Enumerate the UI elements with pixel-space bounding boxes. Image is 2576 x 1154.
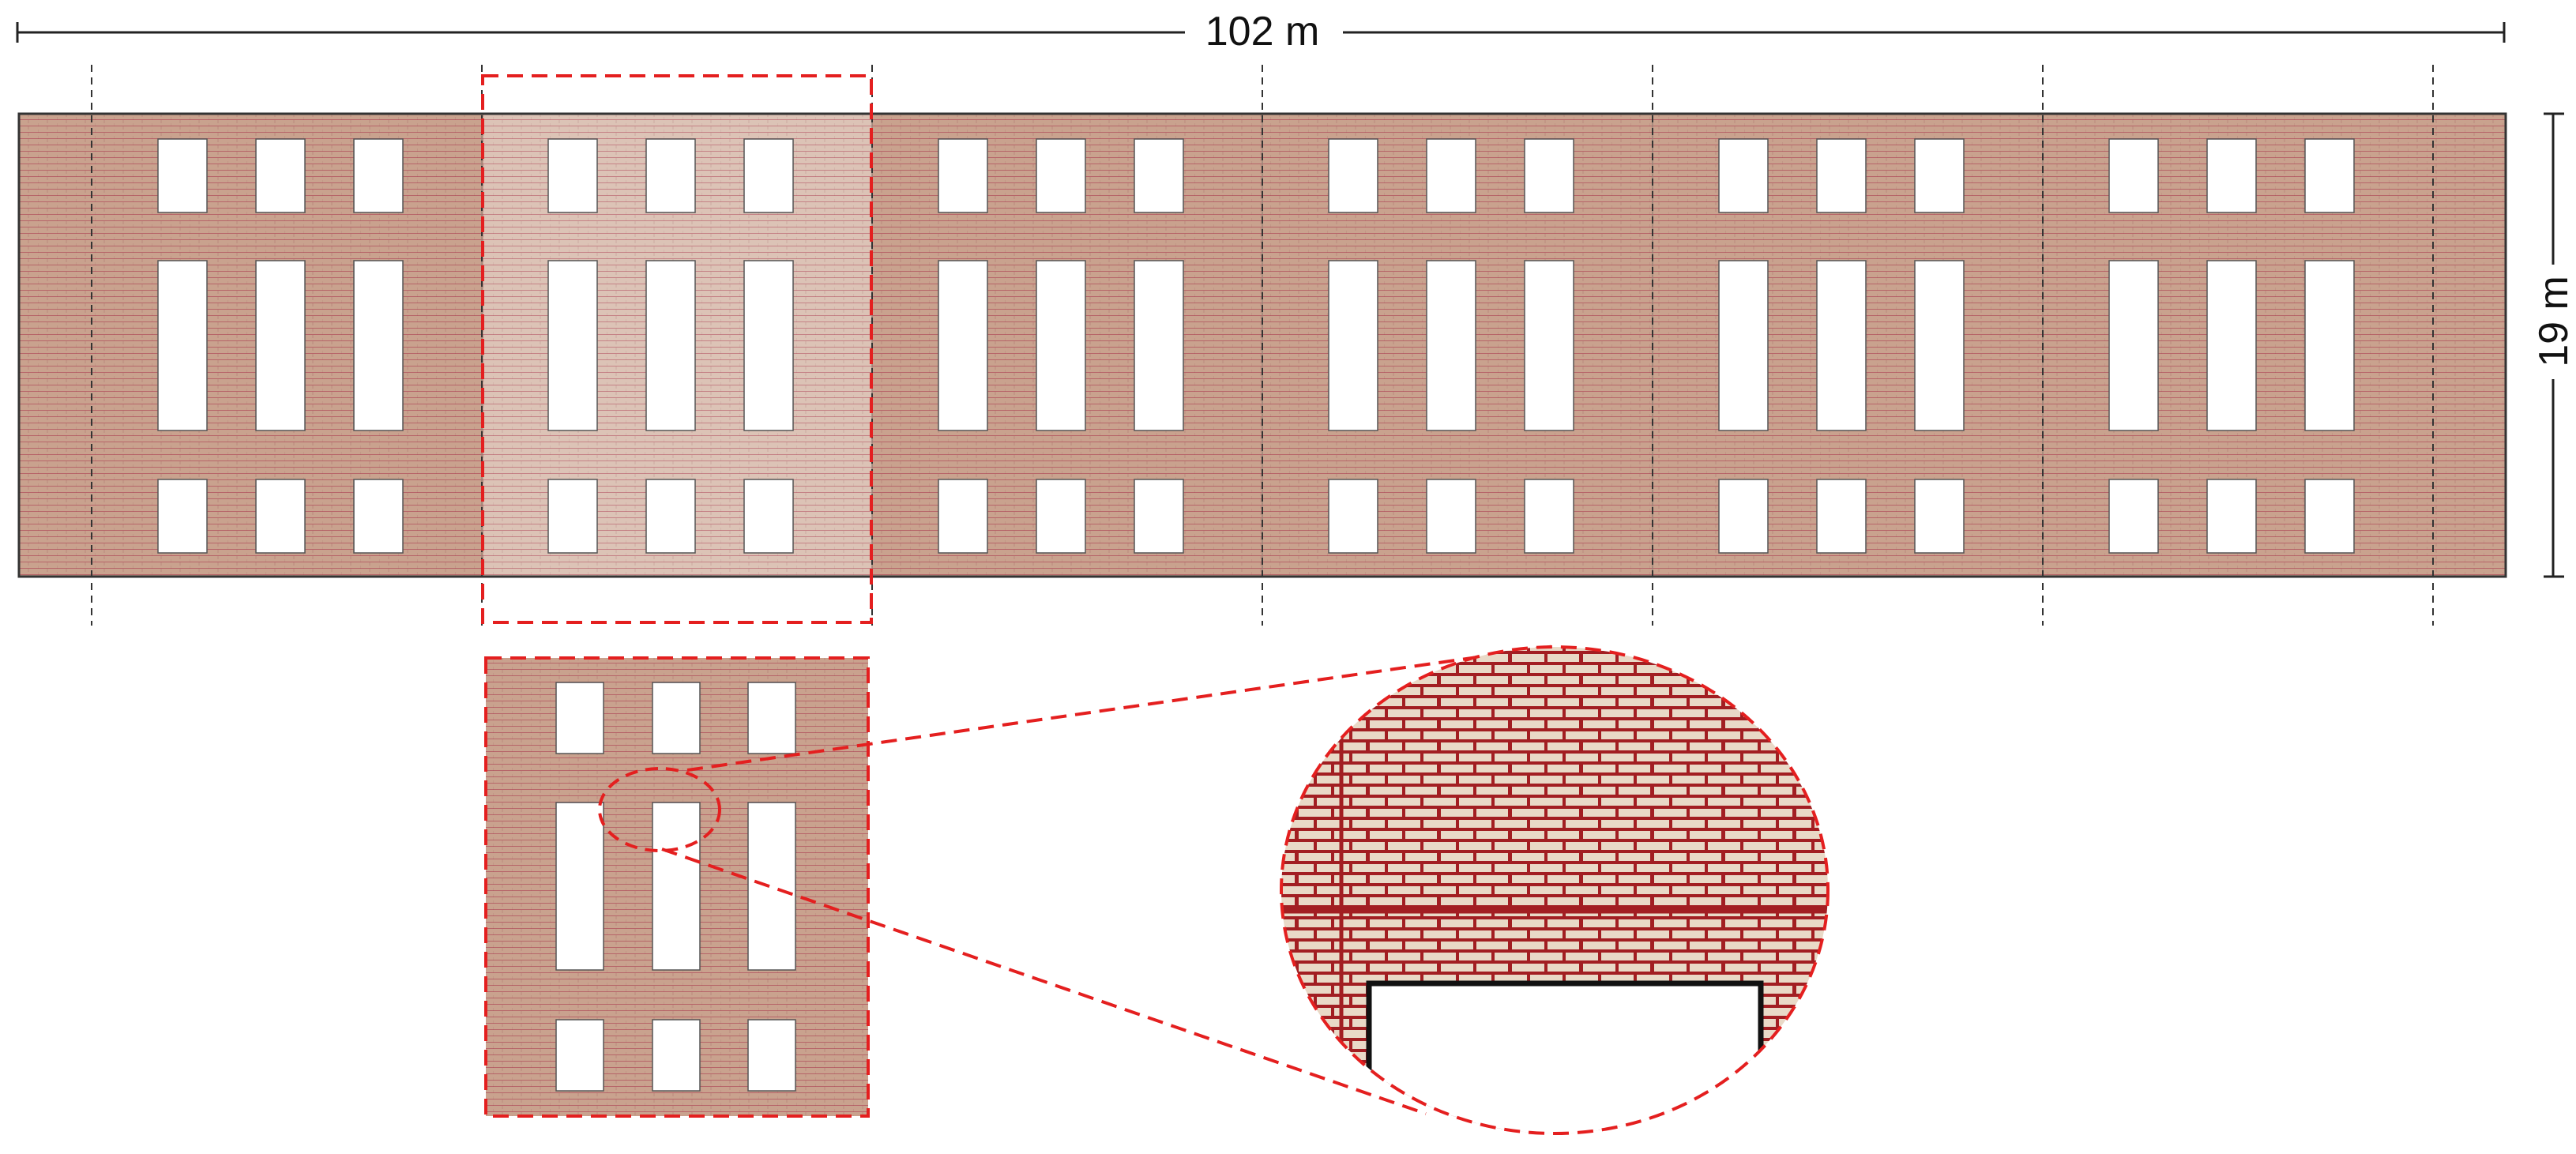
bay-window-small	[747, 1019, 796, 1092]
window-small	[645, 479, 696, 554]
window-small	[2206, 138, 2257, 213]
window-small	[2108, 138, 2159, 213]
window-small	[157, 479, 208, 554]
bay-window-small	[652, 682, 701, 754]
height-dimension: 19 m	[2531, 112, 2576, 578]
zoom-source-marker	[598, 767, 721, 852]
window-small	[2206, 479, 2257, 554]
window-small	[1426, 138, 1476, 213]
window-small	[1718, 479, 1769, 554]
zoom-leader-lines	[661, 645, 1555, 1115]
window-small	[1816, 479, 1867, 554]
window-tall	[938, 260, 988, 431]
bay-window-small	[747, 682, 796, 754]
zoom-leader-lower	[661, 848, 1427, 1115]
highlighted-bay-frame	[481, 74, 873, 624]
window-small	[1328, 138, 1378, 213]
window-small	[2304, 479, 2355, 554]
window-tall	[1718, 260, 1769, 431]
window-small	[1914, 138, 1965, 213]
window-small	[645, 138, 696, 213]
window-small	[1036, 138, 1086, 213]
window-small	[1036, 479, 1086, 554]
window-small	[938, 138, 988, 213]
wall-elevation	[17, 65, 2507, 626]
window-tall	[1914, 260, 1965, 431]
window-small	[353, 138, 404, 213]
window-tall	[1524, 260, 1574, 431]
window-small	[255, 479, 306, 554]
window-small	[1914, 479, 1965, 554]
window-tall	[2206, 260, 2257, 431]
bay-window-small	[555, 1019, 604, 1092]
bay-window-tall	[747, 802, 796, 971]
window-small	[938, 479, 988, 554]
magnified-brick-view	[1280, 645, 1830, 1135]
length-label: 102 m	[1205, 9, 1320, 55]
extracted-bay-detail	[484, 656, 870, 1118]
window-tall	[255, 260, 306, 431]
window-small	[1524, 479, 1574, 554]
window-small	[743, 479, 794, 554]
window-tall	[353, 260, 404, 431]
window-small	[1426, 479, 1476, 554]
window-small	[1524, 138, 1574, 213]
window-tall	[2108, 260, 2159, 431]
window-small	[1134, 479, 1184, 554]
bay-window-tall	[555, 802, 604, 971]
window-small	[1134, 138, 1184, 213]
height-label: 19 m	[2531, 276, 2576, 367]
window-tall	[1134, 260, 1184, 431]
window-small	[1328, 479, 1378, 554]
window-tall	[547, 260, 598, 431]
window-tall	[1036, 260, 1086, 431]
window-small	[547, 138, 598, 213]
window-tall	[743, 260, 794, 431]
window-tall	[645, 260, 696, 431]
magnified-view-border	[1280, 645, 1830, 1135]
window-small	[255, 138, 306, 213]
magnified-window-opening	[1366, 980, 1764, 1133]
window-tall	[2304, 260, 2355, 431]
bay-window-small	[555, 682, 604, 754]
window-small	[353, 479, 404, 554]
window-small	[1816, 138, 1867, 213]
window-small	[547, 479, 598, 554]
window-small	[1718, 138, 1769, 213]
extracted-bay-windows	[555, 682, 796, 1092]
window-tall	[1816, 260, 1867, 431]
window-small	[2108, 479, 2159, 554]
window-small	[743, 138, 794, 213]
window-small	[157, 138, 208, 213]
window-tall	[157, 260, 208, 431]
extracted-bay-frame	[484, 656, 870, 1118]
window-tall	[1426, 260, 1476, 431]
bay-window-tall	[652, 802, 701, 971]
window-small	[2304, 138, 2355, 213]
wall-windows	[157, 138, 2355, 554]
window-tall	[1328, 260, 1378, 431]
bay-window-small	[652, 1019, 701, 1092]
length-dimension: 102 m	[16, 9, 2506, 55]
